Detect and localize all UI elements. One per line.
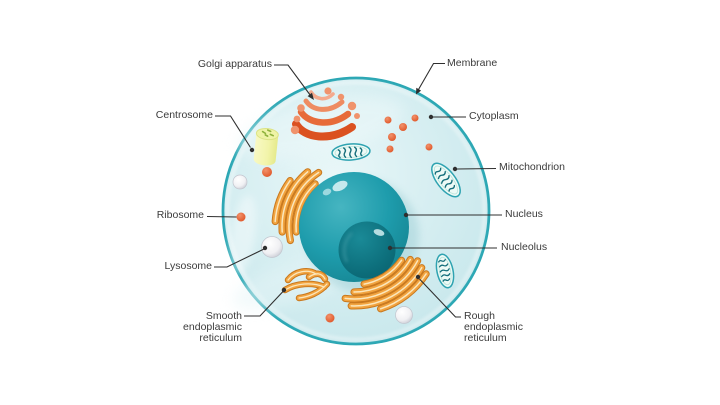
label-nucleolus: Nucleolus: [501, 241, 548, 253]
leader-lines: [206, 62, 502, 318]
label-ribosome: Ribosome: [156, 209, 204, 221]
rough-er-shape: [341, 255, 430, 313]
smooth-er-leader-line: [244, 291, 284, 317]
ribosome-dots: [236, 114, 433, 323]
rough-er-left-shape: [271, 168, 323, 245]
membrane-arrowhead: [416, 87, 422, 95]
smooth-er-shape: [281, 268, 331, 302]
label-cytoplasm: Cytoplasm: [469, 110, 519, 122]
lysosome-shapes: [232, 174, 413, 324]
lysosome-labeled-shape: [261, 236, 283, 258]
nucleolus-shape: [338, 221, 396, 279]
golgi-apparatus-shape: [290, 87, 360, 141]
label-smooth-er: Smooth endoplasmic reticulum: [183, 310, 242, 345]
label-nucleus: Nucleus: [505, 208, 543, 220]
label-centrosome: Centrosome: [155, 109, 213, 121]
nucleus-shape: [299, 172, 419, 292]
rough-er-leader-line: [419, 278, 461, 318]
label-membrane: Membrane: [447, 57, 498, 69]
golgi-arrowhead: [307, 92, 314, 100]
mitochondrion-right-shape: [431, 162, 461, 198]
golgi-leader-line: [274, 64, 311, 96]
lysosome-leader-line: [214, 248, 265, 268]
centrosome-leader-line: [215, 115, 251, 148]
label-mitochondrion: Mitochondrion: [499, 161, 565, 173]
mitochondrion-bottom-shape: [435, 253, 455, 289]
label-golgi-apparatus: Golgi apparatus: [197, 58, 272, 70]
mitochondrion-top-shape: [331, 143, 371, 161]
membrane-leader-line: [418, 62, 445, 90]
centrosome-shape: [253, 127, 279, 166]
mitochondrion-leader-line: [456, 167, 497, 170]
golgi-vesicles: [290, 87, 360, 135]
label-lysosome: Lysosome: [164, 260, 212, 272]
ribosome-leader-line: [206, 215, 237, 218]
label-rough-er: Rough endoplasmic reticulum: [464, 310, 523, 345]
ribosome-labeled-dot: [236, 212, 246, 222]
